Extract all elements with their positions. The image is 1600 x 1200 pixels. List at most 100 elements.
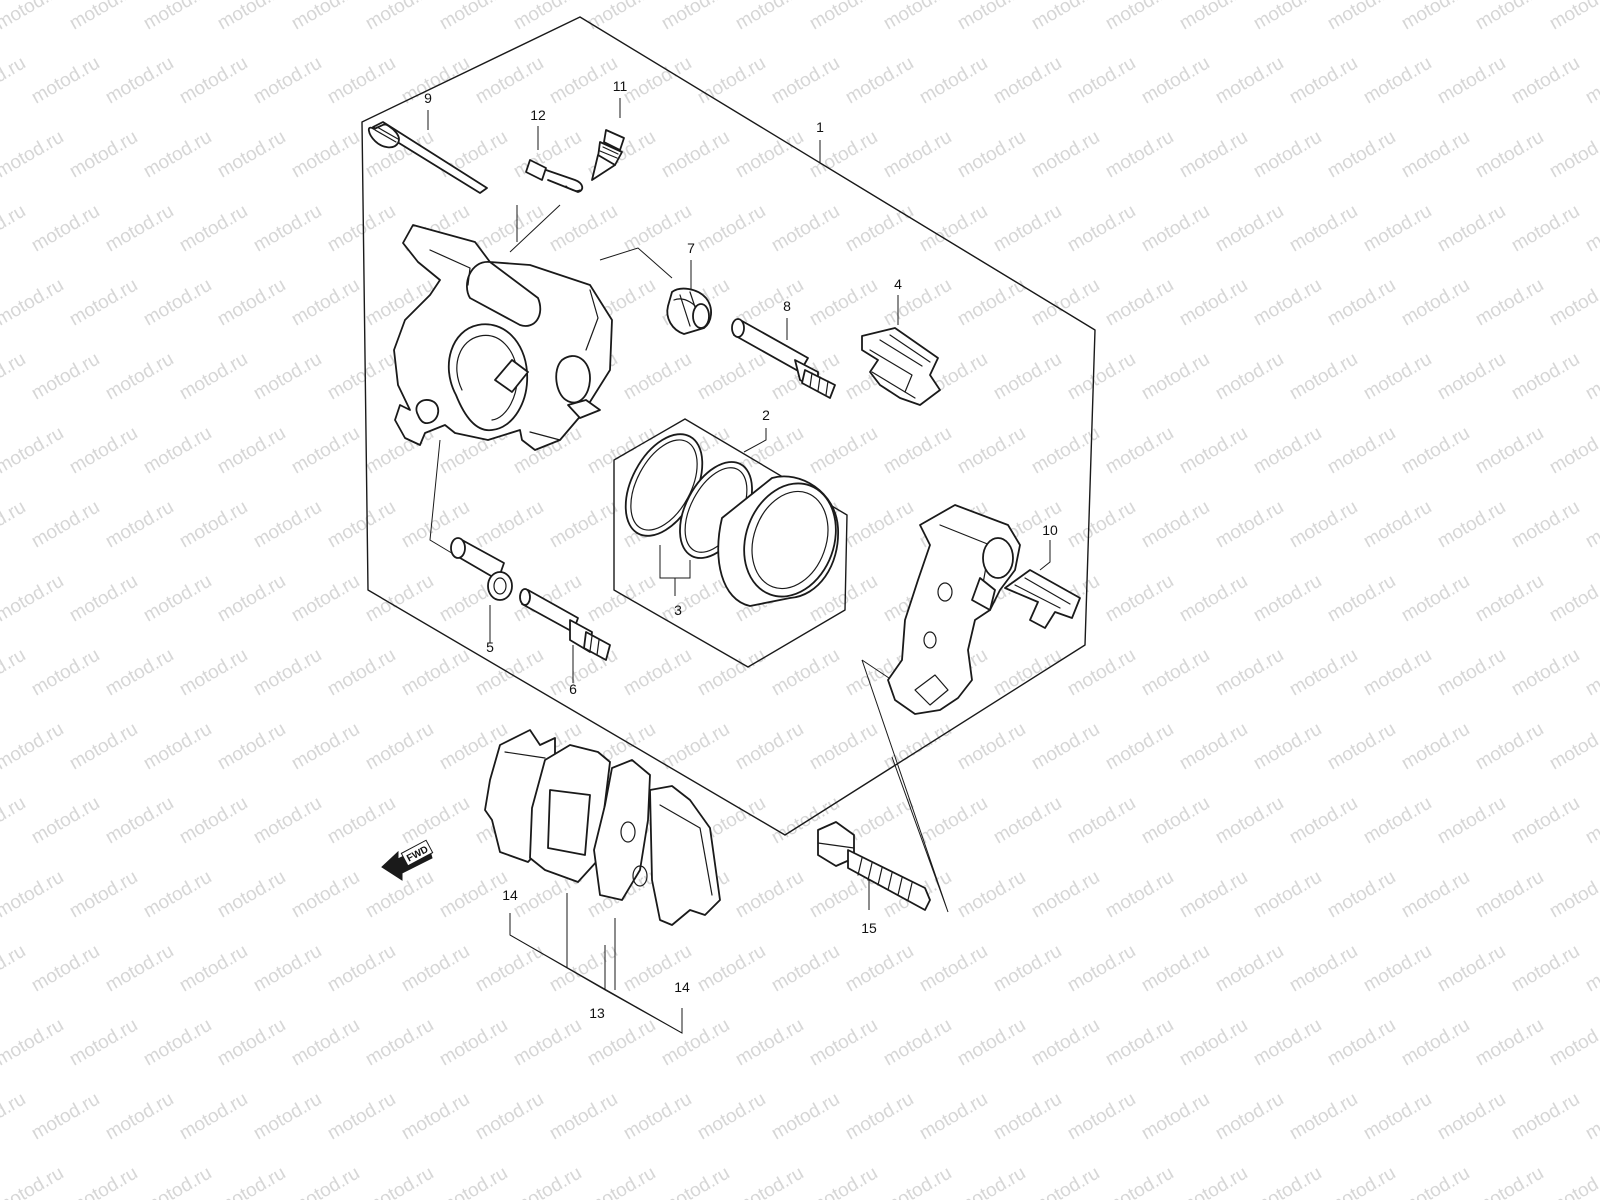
watermark-text: motod.ru xyxy=(768,645,843,701)
watermark-text: motod.ru xyxy=(472,497,547,553)
watermark-text: motod.ru xyxy=(1582,497,1600,553)
guide-pin-lower xyxy=(519,588,611,661)
watermark-text: motod.ru xyxy=(66,867,141,923)
watermark-text: motod.ru xyxy=(288,275,363,331)
watermark-text: motod.ru xyxy=(1546,1163,1600,1200)
watermark-text: motod.ru xyxy=(1472,571,1547,627)
watermark-text: motod.ru xyxy=(140,571,215,627)
watermark-text: motod.ru xyxy=(0,423,67,479)
watermark-text: motod.ru xyxy=(620,201,695,257)
watermark-text: motod.ru xyxy=(916,1089,991,1145)
watermark-text: motod.ru xyxy=(806,423,881,479)
watermark-text: motod.ru xyxy=(1508,645,1583,701)
watermark-text: motod.ru xyxy=(214,275,289,331)
watermark-text: motod.ru xyxy=(1434,793,1509,849)
watermark-text: motod.ru xyxy=(842,1089,917,1145)
watermark-text: motod.ru xyxy=(732,1163,807,1200)
watermark-text: motod.ru xyxy=(1064,349,1139,405)
watermark-text: motod.ru xyxy=(1138,1089,1213,1145)
watermark-text: motod.ru xyxy=(1546,275,1600,331)
watermark-text: motod.ru xyxy=(102,53,177,109)
watermark-text: motod.ru xyxy=(732,127,807,183)
watermark-text: motod.ru xyxy=(214,1015,289,1071)
watermark-text: motod.ru xyxy=(546,53,621,109)
watermark-text: motod.ru xyxy=(1102,1163,1177,1200)
watermark-text: motod.ru xyxy=(1250,1015,1325,1071)
watermark-text: motod.ru xyxy=(990,1089,1065,1145)
watermark-text: motod.ru xyxy=(584,1015,659,1071)
watermark-text: motod.ru xyxy=(584,1163,659,1200)
watermark-text: motod.ru xyxy=(990,645,1065,701)
watermark-text: motod.ru xyxy=(1582,645,1600,701)
forward-direction-marker: FWD xyxy=(381,839,434,881)
watermark-text: motod.ru xyxy=(1582,349,1600,405)
watermark-text: motod.ru xyxy=(694,941,769,997)
watermark-text: motod.ru xyxy=(1398,0,1473,34)
watermark-text: motod.ru xyxy=(1102,275,1177,331)
callout-8: 8 xyxy=(783,298,791,314)
watermark-text: motod.ru xyxy=(842,201,917,257)
watermark-text: motod.ru xyxy=(66,275,141,331)
watermark-text: motod.ru xyxy=(102,497,177,553)
watermark-text: motod.ru xyxy=(1212,53,1287,109)
watermark-text: motod.ru xyxy=(288,719,363,775)
watermark-text: motod.ru xyxy=(1582,1089,1600,1145)
watermark-text: motod.ru xyxy=(806,1015,881,1071)
watermark-text: motod.ru xyxy=(620,349,695,405)
watermark-text: motod.ru xyxy=(1176,127,1251,183)
watermark-text: motod.ru xyxy=(584,571,659,627)
watermark-text: motod.ru xyxy=(1398,571,1473,627)
watermark-text: motod.ru xyxy=(250,1089,325,1145)
watermark-text: motod.ru xyxy=(436,127,511,183)
watermark-text: motod.ru xyxy=(1360,941,1435,997)
watermark-text: motod.ru xyxy=(1546,571,1600,627)
watermark-text: motod.ru xyxy=(1028,1015,1103,1071)
watermark-text: motod.ru xyxy=(1582,793,1600,849)
watermark-text: motod.ru xyxy=(1360,645,1435,701)
watermark-text: motod.ru xyxy=(66,127,141,183)
watermark-text: motod.ru xyxy=(472,1089,547,1145)
watermark-text: motod.ru xyxy=(510,1163,585,1200)
watermark-text: motod.ru xyxy=(1508,497,1583,553)
pad-spring xyxy=(861,327,941,406)
watermark-text: motod.ru xyxy=(954,127,1029,183)
watermark-text: motod.ru xyxy=(176,53,251,109)
watermark-text: motod.ru xyxy=(880,0,955,34)
callout-1: 1 xyxy=(816,119,824,135)
watermark-text: motod.ru xyxy=(1546,0,1600,34)
watermark-text: motod.ru xyxy=(1360,497,1435,553)
watermark-text: motod.ru xyxy=(1102,719,1177,775)
watermark-text: motod.ru xyxy=(768,53,843,109)
watermark-text: motod.ru xyxy=(398,645,473,701)
watermark-text: motod.ru xyxy=(28,1089,103,1145)
watermark-text: motod.ru xyxy=(140,1015,215,1071)
watermark-text: motod.ru xyxy=(1360,793,1435,849)
watermark-text: motod.ru xyxy=(214,1163,289,1200)
watermark-text: motod.ru xyxy=(176,497,251,553)
callout-2: 2 xyxy=(762,407,770,423)
watermark-text: motod.ru xyxy=(288,867,363,923)
watermark-text: motod.ru xyxy=(0,793,29,849)
watermark-text: motod.ru xyxy=(436,1015,511,1071)
watermark-text: motod.ru xyxy=(0,719,67,775)
watermark-text: motod.ru xyxy=(28,793,103,849)
bracket-bolt xyxy=(817,821,931,911)
watermark-text: motod.ru xyxy=(28,497,103,553)
watermark-text: motod.ru xyxy=(880,127,955,183)
watermark-text: motod.ru xyxy=(658,127,733,183)
watermark-text: motod.ru xyxy=(102,1089,177,1145)
watermark-text: motod.ru xyxy=(1028,867,1103,923)
watermark-text: motod.ru xyxy=(398,1089,473,1145)
watermark-text: motod.ru xyxy=(990,349,1065,405)
watermark-text: motod.ru xyxy=(546,941,621,997)
watermark-text: motod.ru xyxy=(1138,497,1213,553)
callout-10: 10 xyxy=(1042,522,1058,538)
watermark-text: motod.ru xyxy=(140,719,215,775)
watermark-text: motod.ru xyxy=(1398,867,1473,923)
watermark-text: motod.ru xyxy=(1472,275,1547,331)
watermark-text: motod.ru xyxy=(1434,645,1509,701)
watermark-text: motod.ru xyxy=(694,1089,769,1145)
watermark-text: motod.ru xyxy=(140,1163,215,1200)
watermark-text: motod.ru xyxy=(954,1015,1029,1071)
watermark-text: motod.ru xyxy=(176,645,251,701)
